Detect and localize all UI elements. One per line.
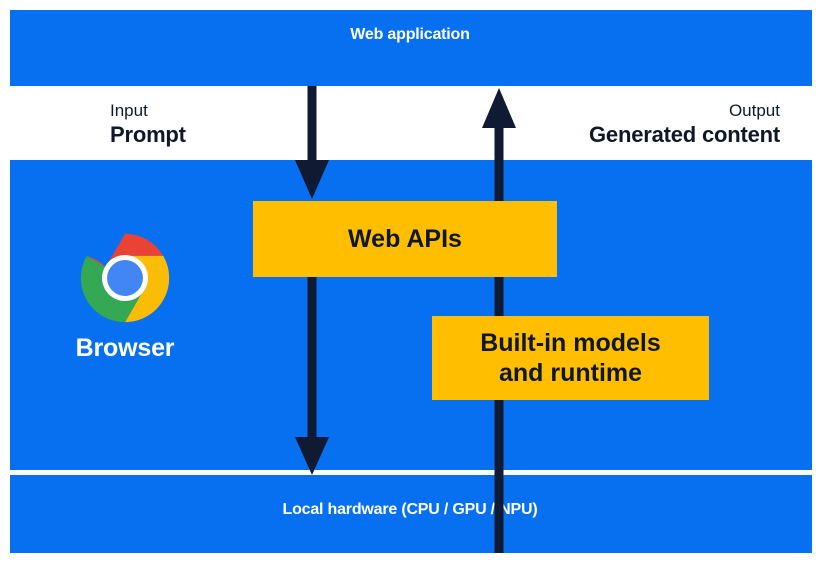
web-application-band xyxy=(10,10,812,86)
output-label: Output xyxy=(728,101,780,120)
chrome-logo-icon xyxy=(80,233,170,323)
input-label: Input xyxy=(110,101,148,120)
web-application-title: Web application xyxy=(350,26,470,43)
web-apis-label: Web APIs xyxy=(348,224,462,253)
output-value: Generated content xyxy=(589,122,780,148)
local-hardware-title: Local hardware (CPU / GPU / NPU) xyxy=(282,501,538,518)
input-value: Prompt xyxy=(110,122,186,148)
browser-label: Browser xyxy=(75,334,175,362)
builtin-models-label: Built-in models and runtime xyxy=(480,328,661,389)
browser-block: Browser xyxy=(60,232,190,363)
output-caption: Output Generated content xyxy=(589,100,780,149)
web-apis-box[interactable]: Web APIs xyxy=(253,201,557,277)
local-hardware-band xyxy=(10,475,812,553)
input-caption: Input Prompt xyxy=(110,100,186,149)
builtin-models-box[interactable]: Built-in models and runtime xyxy=(432,316,709,400)
builtin-models-line2: and runtime xyxy=(498,359,643,387)
builtin-models-line1: Built-in models xyxy=(480,328,661,357)
